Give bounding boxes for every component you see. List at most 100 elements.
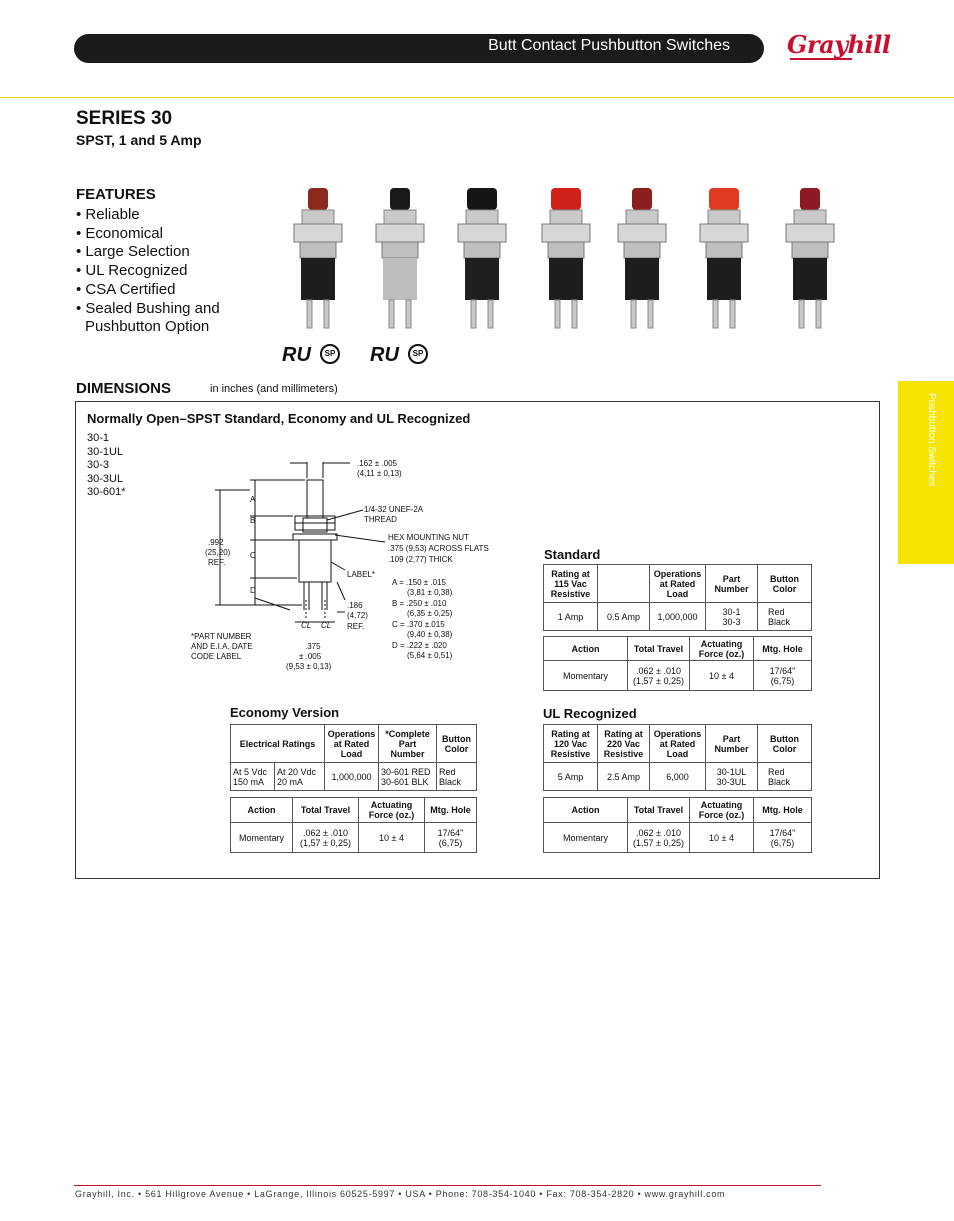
table-header: *Complete Part Number <box>378 724 437 763</box>
table-header: Actuating Force (oz.) <box>358 797 425 823</box>
table-cell: Red Black <box>757 602 812 631</box>
header-bar: Butt Contact Pushbutton Switches <box>74 34 764 63</box>
table-header: Total Travel <box>292 797 359 823</box>
bushing-shape <box>302 517 328 533</box>
features-heading: FEATURES <box>76 186 156 203</box>
part-number: 30-3UL <box>87 472 124 485</box>
dim-width-top-mm: (4,11 ± 0,13) <box>357 469 402 478</box>
table-header: Total Travel <box>627 636 690 661</box>
table-cell: Red Black <box>436 762 477 791</box>
switch-photo <box>699 188 749 329</box>
table-header: Actuating Force (oz.) <box>689 797 754 823</box>
switch-photo <box>293 188 343 329</box>
note-line: *PART NUMBER <box>191 632 252 641</box>
plunger-shape <box>306 479 324 519</box>
dim-thread-2: THREAD <box>364 515 397 524</box>
dim-terminal-ref: REF. <box>347 622 364 631</box>
footer-rule <box>74 1185 821 1186</box>
switch-photo <box>617 188 667 329</box>
dim-d-mm: (5,64 ± 0,51) <box>407 651 453 660</box>
standard-mech-table: Action Total Travel Actuating Force (oz.… <box>543 636 812 691</box>
dim-thread: 1/4-32 UNEF-2A <box>364 505 424 514</box>
table-header: Operations at Rated Load <box>649 724 706 763</box>
ul-ratings-table: Rating at 120 Vac Resistive Rating at 22… <box>543 724 812 791</box>
table-cell: Momentary <box>543 822 628 853</box>
dim-overall-mm: (25,20) <box>205 548 231 557</box>
table-cell: 30-1 30-3 <box>705 602 758 631</box>
side-tab-label: Pushbutton Switches <box>926 393 937 487</box>
feature-item: Sealed Bushing and Pushbutton Option <box>76 300 236 337</box>
table-cell: .062 ± .010 (1,57 ± 0,25) <box>627 822 690 853</box>
feature-item: Reliable <box>76 206 236 225</box>
dim-spacing-tol: ± .005 <box>299 652 322 661</box>
dim-overall-ref: REF. <box>208 558 225 567</box>
dim-c-mm: (9,40 ± 0,38) <box>407 630 453 639</box>
label-c: C <box>250 551 256 560</box>
table-cell: 17/64" (6,75) <box>753 822 812 853</box>
switch-photo <box>541 188 591 329</box>
table-header: Rating at 115 Vac Resistive <box>543 564 598 603</box>
dim-c: C = .370 ±.015 <box>392 620 445 629</box>
dim-overall: .992 <box>208 538 224 547</box>
table-header: Part Number <box>705 724 758 763</box>
table-header <box>597 564 650 603</box>
table-cell: Momentary <box>543 660 628 691</box>
table-header: Button Color <box>757 724 812 763</box>
table-cell: At 5 Vdc 150 mA <box>230 762 275 791</box>
ul-recognized-icon: RU <box>370 344 399 366</box>
economy-mech-table: Action Total Travel Actuating Force (oz.… <box>230 797 477 853</box>
centerline-mark: CL <box>321 621 331 630</box>
table-cell: 30-601 RED 30-601 BLK <box>378 762 437 791</box>
note-line: AND E.I.A. DATE <box>191 642 253 651</box>
table-cell: 17/64" (6,75) <box>753 660 812 691</box>
dimensions-box <box>75 401 880 879</box>
table-header: Button Color <box>757 564 812 603</box>
feature-item: UL Recognized <box>76 262 236 281</box>
table-header: Operations at Rated Load <box>649 564 706 603</box>
dim-nut-3: .109 (2,77) THICK <box>388 555 453 564</box>
dim-terminal: .186 <box>347 601 363 610</box>
table-cell: 6,000 <box>649 762 706 791</box>
economy-ratings-table: Electrical Ratings Operations at Rated L… <box>230 724 477 791</box>
part-number: 30-1UL <box>87 445 124 458</box>
table-header: Rating at 220 Vac Resistive <box>597 724 650 763</box>
table-cell: 30-1UL 30-3UL <box>705 762 758 791</box>
ul-heading: UL Recognized <box>543 706 637 721</box>
series-title: SERIES 30 <box>76 108 173 129</box>
economy-heading: Economy Version <box>230 705 340 720</box>
table-cell: 17/64" (6,75) <box>424 822 477 853</box>
switch-photo <box>375 188 425 329</box>
dim-nut-2: .375 (9,53) ACROSS FLATS <box>388 544 489 553</box>
body-shape <box>298 539 332 583</box>
table-cell: Momentary <box>230 822 293 853</box>
standard-ratings-table: Rating at 115 Vac Resistive Operations a… <box>543 564 812 631</box>
ul-recognized-icon: RU <box>282 344 311 366</box>
switch-photo <box>785 188 835 329</box>
dim-b-mm: (6,35 ± 0,25) <box>407 609 453 618</box>
csa-icon: SP <box>320 344 340 364</box>
series-subtitle: SPST, 1 and 5 Amp <box>76 132 202 148</box>
table-header: Action <box>543 797 628 823</box>
table-cell: At 20 Vdc 20 mA <box>274 762 325 791</box>
grayhill-logo[interactable]: Grayhill <box>787 30 891 59</box>
standard-heading: Standard <box>544 547 601 562</box>
table-cell: 10 ± 4 <box>689 660 754 691</box>
ul-mech-table: Action Total Travel Actuating Force (oz.… <box>543 797 812 853</box>
side-tab[interactable]: Pushbutton Switches <box>898 381 954 564</box>
table-cell: 2.5 Amp <box>597 762 650 791</box>
header-title: Butt Contact Pushbutton Switches <box>488 37 730 54</box>
logo-underline <box>790 58 852 60</box>
dim-terminal-mm: (4,72) <box>347 611 368 620</box>
table-cell: 1,000,000 <box>649 602 706 631</box>
dim-d: D = .222 ± .020 <box>392 641 447 650</box>
header-rule <box>0 97 954 98</box>
csa-icon: SP <box>408 344 428 364</box>
footer-address: Grayhill, Inc. • 561 Hillgrove Avenue • … <box>75 1189 726 1199</box>
table-header: Total Travel <box>627 797 690 823</box>
product-photos <box>293 188 835 329</box>
dimensions-subheading: in inches (and millimeters) <box>210 383 338 395</box>
table-header: Mtg. Hole <box>753 797 812 823</box>
table-header: Action <box>543 636 628 661</box>
note-line: CODE LABEL <box>191 652 242 661</box>
table-header: Actuating Force (oz.) <box>689 636 754 661</box>
